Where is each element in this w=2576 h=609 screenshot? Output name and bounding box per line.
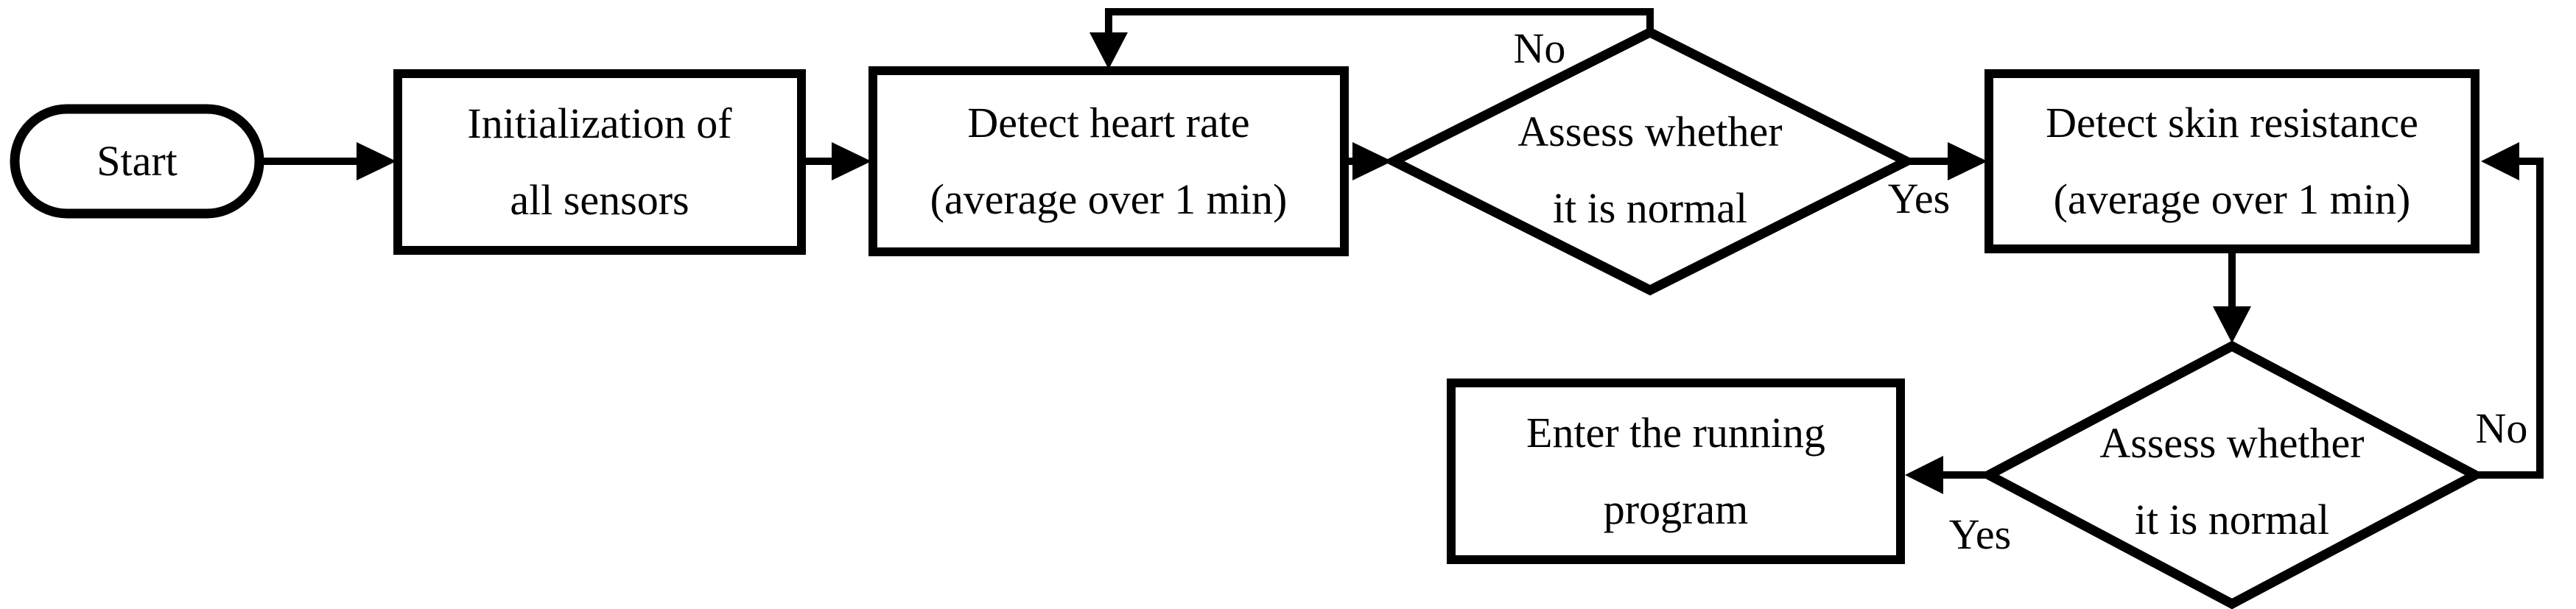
assess-heart-line1: Assess whether <box>1517 108 1783 155</box>
edge-label-yes-skin: Yes <box>1887 175 1951 222</box>
arrowhead-init-heart <box>832 142 871 180</box>
arrowhead-start-init <box>357 142 396 180</box>
init-node: Initialization of all sensors <box>398 74 801 250</box>
assess-heart-line2: it is normal <box>1552 184 1748 232</box>
skin-resistance-node: Detect skin resistance (average over 1 m… <box>1989 74 2475 249</box>
assess-skin-line2: it is normal <box>2134 496 2330 543</box>
start-terminator-shape <box>10 104 264 219</box>
enter-program-node: Enter the running program <box>1451 383 1901 560</box>
start-node-label: Start <box>96 137 178 185</box>
skin-resistance-process-shape <box>1984 69 2480 253</box>
assess-skin-decision-node: Assess whether it is normal <box>1989 346 2475 604</box>
arrowhead-assess2-enter <box>1905 456 1943 494</box>
arrowhead-assess1-no-loop <box>1089 32 1128 69</box>
arrowhead-assess2-no-loop <box>2481 142 2519 180</box>
edge-label-yes-enter: Yes <box>1948 510 2012 558</box>
skin-resistance-line1: Detect skin resistance <box>2046 99 2418 147</box>
init-process-shape <box>393 69 806 255</box>
heart-rate-node-line2: (average over 1 min) <box>930 175 1288 223</box>
assess-skin-line1: Assess whether <box>2099 419 2365 467</box>
skin-resistance-line2: (average over 1 min) <box>2053 175 2411 223</box>
enter-program-line1: Enter the running <box>1526 409 1825 457</box>
start-node: Start <box>15 109 259 214</box>
edge-assess1-no-loop <box>1105 8 1654 38</box>
arrowhead-heart-assess1 <box>1352 142 1392 180</box>
heart-rate-process-shape <box>868 66 1349 256</box>
assess-heart-decision-node: Assess whether it is normal <box>1394 32 1906 290</box>
arrowhead-assess1-skin <box>1948 142 1987 180</box>
edge-label-no-heart: No <box>1513 24 1566 72</box>
assess-heart-decision-shape <box>1383 27 1917 296</box>
enter-program-process-shape <box>1447 379 1905 564</box>
enter-program-line2: program <box>1603 485 1749 533</box>
edge-label-no-skin: No <box>2475 404 2528 452</box>
arrowhead-skin-assess2 <box>2213 306 2251 343</box>
edge-assess2-no-loop <box>2475 158 2544 479</box>
heart-rate-node: Detect heart rate (average over 1 min) <box>873 71 1344 252</box>
assess-skin-decision-shape <box>1979 340 2485 609</box>
init-node-line2: all sensors <box>510 176 689 224</box>
heart-rate-node-line1: Detect heart rate <box>967 99 1250 147</box>
init-node-line1: Initialization of <box>467 99 732 147</box>
